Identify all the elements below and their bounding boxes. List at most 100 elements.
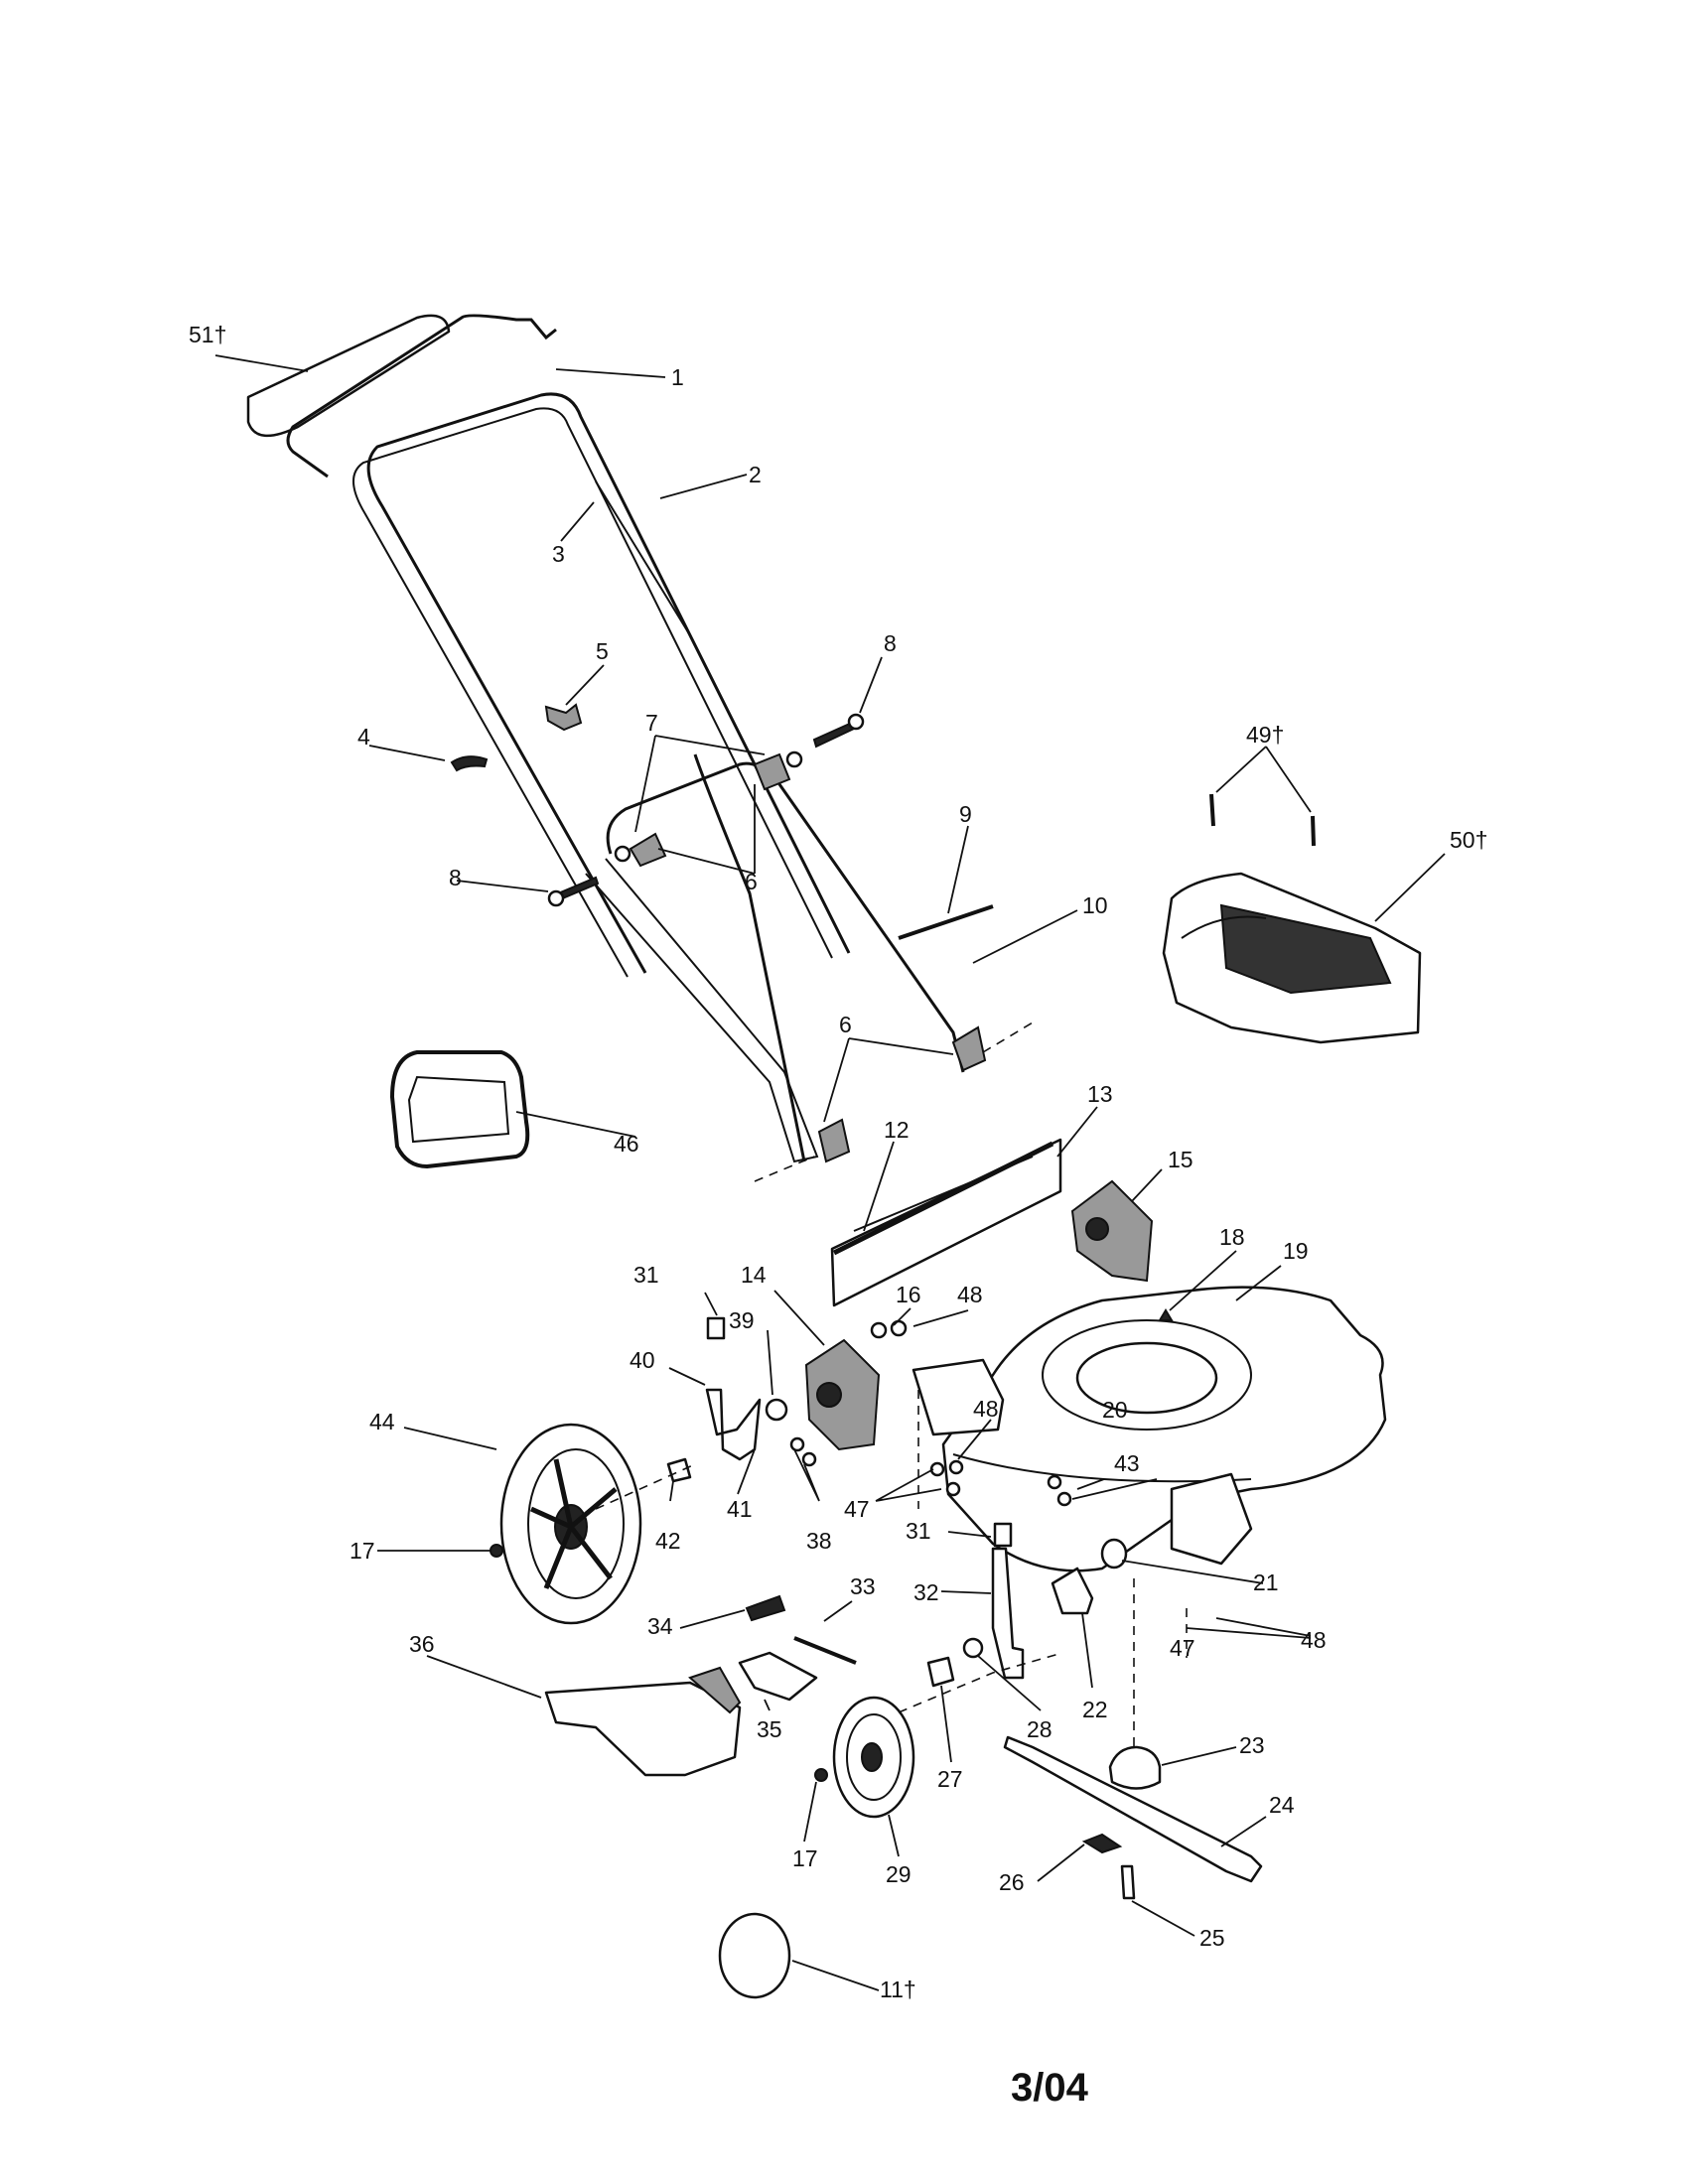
deck-fastener-20 [1047,1474,1062,1490]
door-bracket-part [738,1651,818,1702]
callout-38: 38 [806,1528,832,1554]
bolt-part-upper [812,721,856,749]
callout-23: 23 [1239,1732,1265,1758]
callout-33: 33 [850,1573,876,1599]
callout-50: 50† [1450,827,1487,853]
callout-20: 20 [1102,1397,1128,1423]
blade-adapter-part [1108,1745,1162,1790]
knob-washer-lower [614,845,632,863]
callout-7: 7 [645,710,658,736]
blade-plate-part [1081,1833,1123,1854]
bracket-part-right [951,1025,987,1072]
bracket-part-left [817,1118,851,1163]
callout-26: 26 [999,1869,1025,1895]
engine-cover-grill [1219,903,1392,995]
adjuster-gear-rear [1085,1217,1109,1241]
callout-15: 15 [1168,1147,1193,1172]
callout-32: 32 [913,1579,939,1605]
washer-part-47b [945,1481,961,1497]
callout-49: 49† [1246,722,1284,748]
callout-41: 41 [727,1496,753,1522]
callout-12: 12 [884,1117,910,1143]
callout-47-lower: 47 [1170,1635,1195,1661]
callout-40: 40 [630,1347,655,1373]
control-bar-part [286,314,557,478]
engine-cover-top [1181,915,1267,939]
callout-22: 22 [1082,1697,1108,1722]
clip-part [450,755,489,772]
callout-16: 16 [896,1282,921,1307]
rear-axle-arm-part [991,1547,1025,1680]
callout-4: 4 [357,724,370,750]
rear-flap-hinge [853,1156,1034,1232]
deck-engine-mount-inner [1075,1341,1218,1415]
callout-43: 43 [1114,1450,1140,1476]
front-wheel-spokes [529,1458,618,1589]
nut-part-17b [814,1768,828,1782]
callout-6-upper: 6 [745,869,758,894]
callout-29: 29 [886,1861,912,1887]
bolt-part-38a [789,1436,805,1452]
bolt-part-38b [801,1451,817,1467]
height-adjuster-rear [1070,1179,1154,1283]
washer-part-16 [870,1321,888,1339]
rod-part [898,904,994,940]
washer-part-28 [962,1637,984,1659]
deck-front-right-pocket [1170,1472,1253,1566]
spring-part [745,1594,786,1622]
leader-lines [214,354,1446,1991]
stud-part-42 [666,1457,692,1483]
wing-nut-part [544,703,583,732]
callout-6-lower: 6 [839,1012,852,1037]
callout-18: 18 [1219,1224,1245,1250]
callout-21: 21 [1253,1570,1279,1595]
callout-51: 51† [189,322,226,347]
lower-handle-left-tube [585,858,819,1163]
callout-28: 28 [1027,1716,1052,1742]
rear-flap-rod [832,1141,1054,1256]
upper-handle-part [366,392,851,974]
washer-part-39 [765,1398,788,1422]
deck-engine-mount-outer [1042,1319,1252,1431]
knob-part-upper [753,752,791,791]
nut-part-48a [890,1319,908,1337]
callout-8-upper: 8 [884,630,897,656]
callout-48-lower: 48 [1301,1627,1327,1653]
blade-part [1003,1735,1263,1883]
date-code: 3/04 [1011,2066,1089,2110]
axle-bracket-part [705,1388,762,1461]
callout-48-middle: 48 [973,1396,999,1422]
callout-1: 1 [671,364,684,390]
callout-9: 9 [959,801,972,827]
callout-2: 2 [749,462,762,487]
deck-fastener-43 [1056,1491,1072,1507]
rod-part-33 [793,1636,857,1665]
rear-wheel-hub [861,1742,883,1772]
deck-front-left-pocket [912,1358,1005,1436]
bolt-part-lower [556,876,600,901]
alignment-line-front-wheel [595,1463,696,1510]
callout-14: 14 [741,1262,767,1288]
washer-part-47a [929,1461,945,1477]
callout-19: 19 [1283,1238,1309,1264]
bag-frame-part [390,1050,530,1168]
upper-handle-inner [352,407,833,978]
callout-27: 27 [937,1766,963,1792]
callout-46: 46 [614,1131,639,1157]
alignment-line-right-handle [982,1022,1034,1053]
alignment-line-rear-axle [898,1652,1063,1713]
callout-25: 25 [1199,1925,1225,1951]
callout-47-upper: 47 [844,1496,870,1522]
callout-8-lower: 8 [449,865,462,890]
bolt-head-upper [847,713,865,731]
pin-part-a [1209,793,1215,827]
axle-cap-part-lower [993,1522,1013,1548]
alignment-line-left-handle [754,1156,815,1182]
rear-axle-bracket-part [1051,1567,1094,1615]
blade-bolt-part [1120,1864,1136,1900]
adjuster-gear-front [816,1382,842,1408]
callout-48-upper: 48 [957,1282,983,1307]
bag-frame-inner [407,1075,510,1144]
knob-washer-upper [785,751,803,768]
